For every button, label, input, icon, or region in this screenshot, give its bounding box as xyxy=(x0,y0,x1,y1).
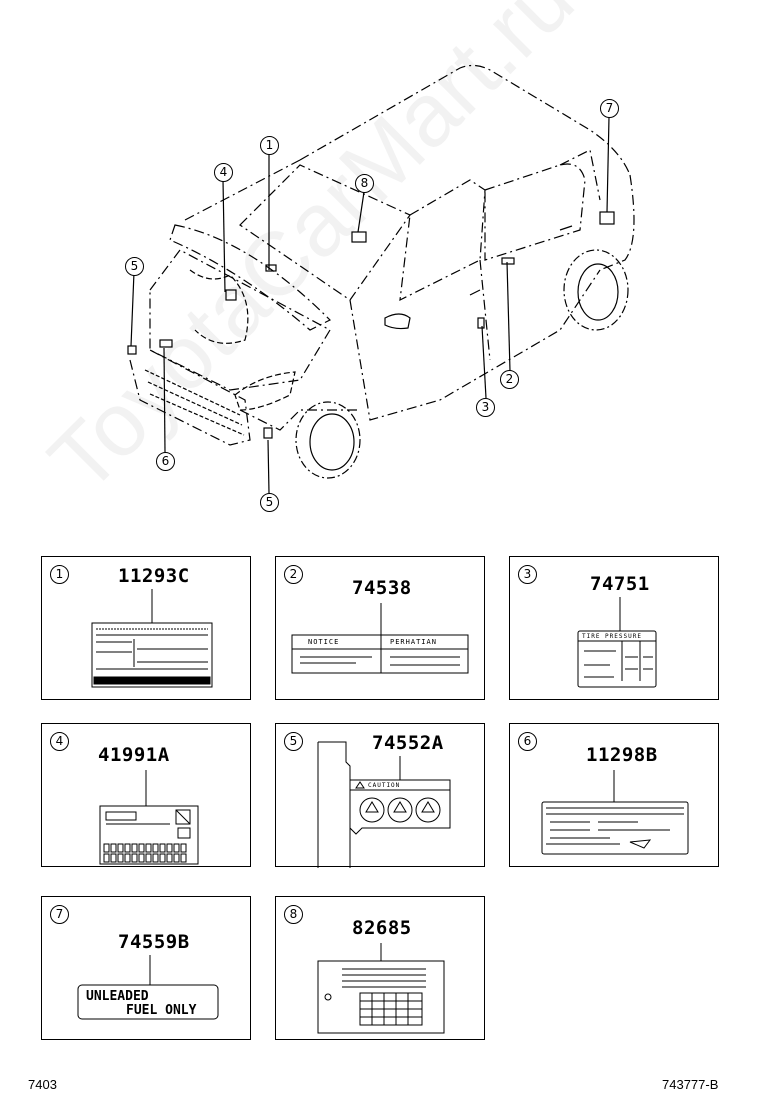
panel-6: 6 11298B xyxy=(509,723,719,867)
label-notice: NOTICE xyxy=(308,638,340,646)
callout-6: 6 xyxy=(156,452,175,471)
panel-index: 8 xyxy=(284,905,303,924)
drawing-code-right: 743777-B xyxy=(662,1077,719,1092)
part-number: 74751 xyxy=(590,573,650,595)
label-illustration xyxy=(291,603,469,674)
label-illustration xyxy=(77,955,219,1020)
label-title: TIRE PRESSURE xyxy=(582,633,642,640)
callout-4: 4 xyxy=(214,163,233,182)
panel-index: 1 xyxy=(50,565,69,584)
callout-5-top: 5 xyxy=(125,257,144,276)
panel-4: 4 41991A xyxy=(41,723,251,867)
label-illustration xyxy=(91,589,213,688)
panel-7: 7 74559B UNLEADED FUEL ONLY xyxy=(41,896,251,1040)
part-number: 11298B xyxy=(586,744,658,766)
label-illustration xyxy=(317,741,451,868)
label-illustration xyxy=(99,770,199,865)
panel-index: 3 xyxy=(518,565,537,584)
callout-7: 7 xyxy=(600,99,619,118)
callout-8: 8 xyxy=(355,174,374,193)
part-number: 74552A xyxy=(372,732,444,754)
label-line1: UNLEADED xyxy=(86,989,149,1004)
label-perhatian: PERHATIAN xyxy=(390,638,437,646)
panel-index: 2 xyxy=(284,565,303,584)
callout-2: 2 xyxy=(500,370,519,389)
callout-3: 3 xyxy=(476,398,495,417)
panel-index: 4 xyxy=(50,732,69,751)
callout-5-bottom: 5 xyxy=(260,493,279,512)
part-number: 74559B xyxy=(118,931,190,953)
part-number: 82685 xyxy=(352,917,412,939)
panel-3: 3 74751 TIRE PRESSURE xyxy=(509,556,719,700)
panel-5: 5 74552A CAUTION xyxy=(275,723,485,868)
label-illustration xyxy=(317,943,445,1034)
panel-2: 2 74538 NOTICE PERHATIAN xyxy=(275,556,485,700)
panel-index: 7 xyxy=(50,905,69,924)
label-illustration xyxy=(577,597,657,688)
label-illustration xyxy=(541,770,689,855)
panel-index: 5 xyxy=(284,732,303,751)
panel-index: 6 xyxy=(518,732,537,751)
car-illustration xyxy=(127,64,635,494)
part-number: 11293C xyxy=(118,565,190,587)
panel-1: 1 11293C xyxy=(41,556,251,700)
panel-8: 8 82685 xyxy=(275,896,485,1040)
part-number: 74538 xyxy=(352,577,412,599)
label-line2: FUEL ONLY xyxy=(126,1003,197,1018)
part-number: 41991A xyxy=(98,744,170,766)
callout-1: 1 xyxy=(260,136,279,155)
label-caution: CAUTION xyxy=(368,782,401,789)
page-code-left: 7403 xyxy=(28,1077,57,1092)
